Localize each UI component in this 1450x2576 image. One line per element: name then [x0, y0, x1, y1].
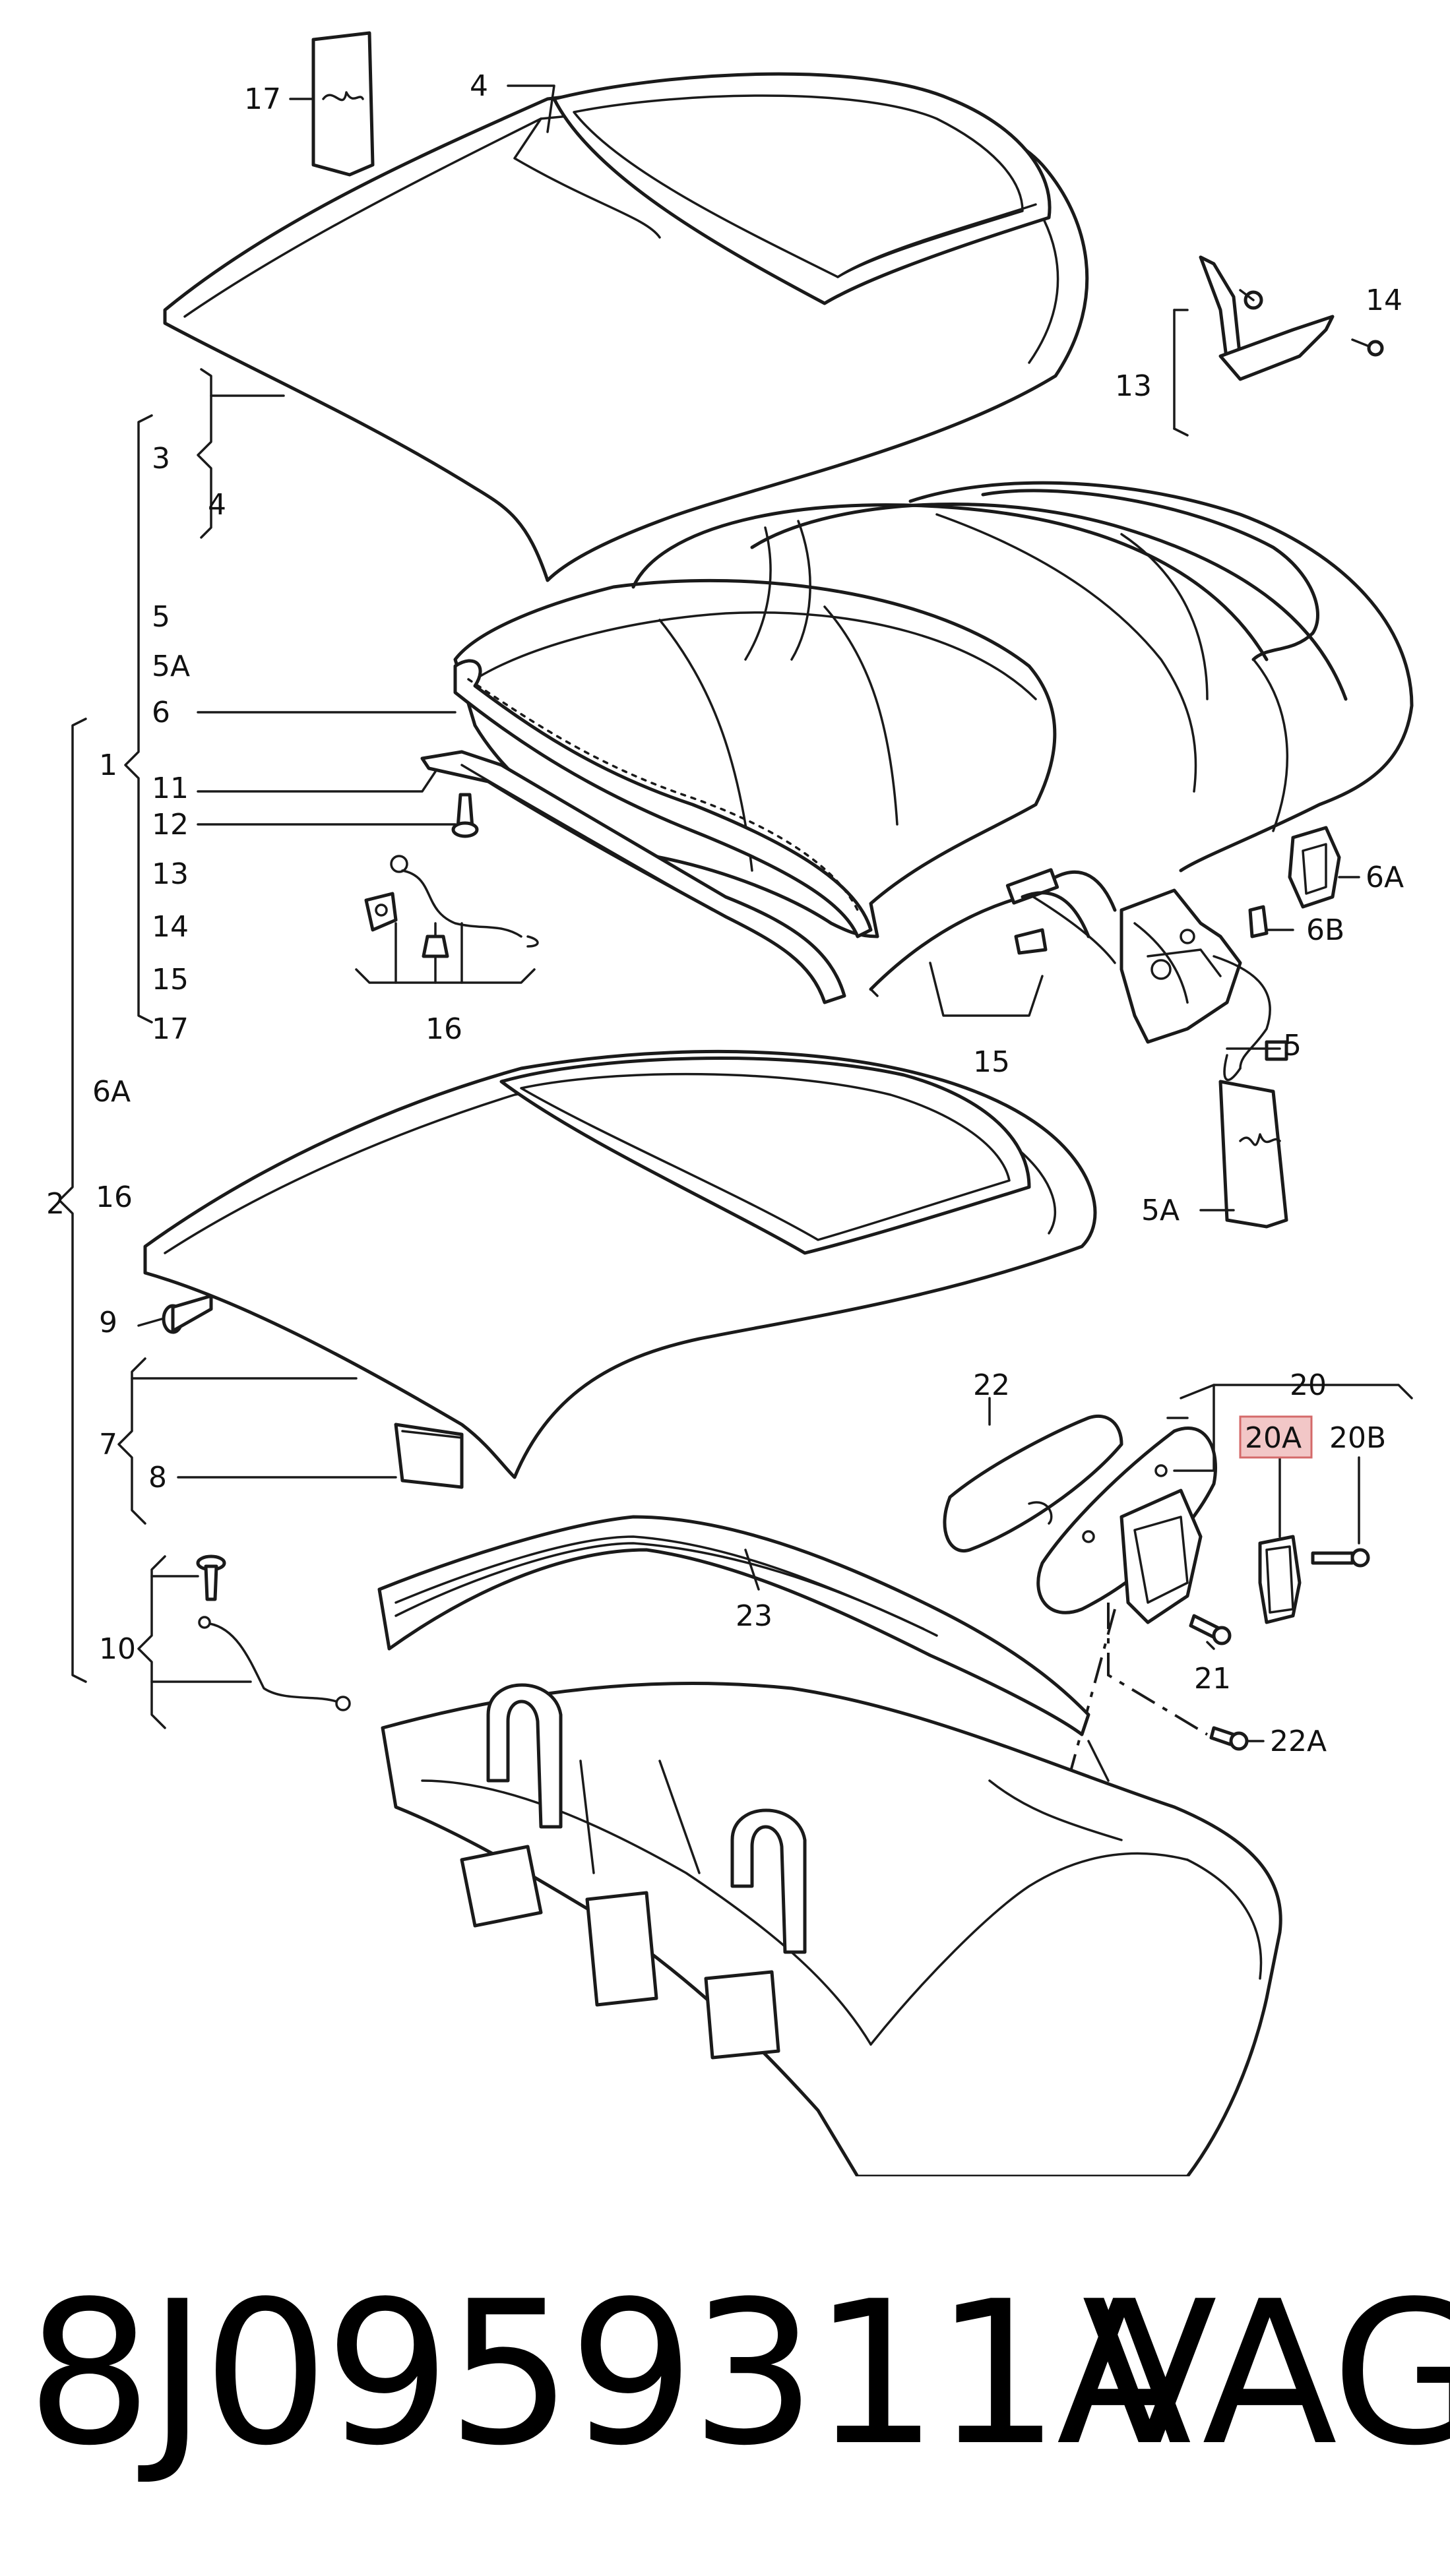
label-6: 6 — [152, 696, 170, 729]
label-10: 10 — [99, 1632, 136, 1666]
label-20: 20 — [1290, 1368, 1327, 1402]
roof-skin-top — [163, 72, 1089, 582]
rail-11 — [420, 750, 846, 1004]
leader-lines — [58, 84, 1413, 1742]
label-21: 21 — [1194, 1662, 1231, 1696]
part-number: 8J0959311A — [26, 2259, 1192, 2489]
rear-body — [377, 1515, 1282, 2176]
label-17-top: 17 — [244, 82, 281, 116]
pad-5a — [1218, 1080, 1288, 1229]
label-7: 7 — [99, 1428, 117, 1461]
label-6a-list: 6A — [92, 1075, 131, 1109]
exploded-parts-diagram: 17 4 3 4 5 5A 6 1 11 12 13 14 15 17 6A 2… — [46, 31, 1414, 2176]
label-3: 3 — [152, 442, 170, 475]
label-22: 22 — [973, 1368, 1010, 1402]
caption: 8J0959311A VAG — [0, 2255, 1450, 2493]
label-13-part: 13 — [1115, 369, 1152, 403]
label-4-top: 4 — [470, 69, 488, 103]
screw-12 — [451, 793, 479, 838]
label-5-part: 5 — [1283, 1029, 1302, 1062]
label-5: 5 — [152, 600, 170, 634]
label-2: 2 — [46, 1187, 65, 1221]
panel-22 — [943, 1414, 1123, 1552]
block-8 — [394, 1423, 464, 1489]
label-15-list: 15 — [152, 963, 189, 997]
label-12: 12 — [152, 808, 189, 842]
label-14-part: 14 — [1366, 284, 1403, 317]
label-20a-highlight — [1239, 1415, 1313, 1459]
label-17-list: 17 — [152, 1012, 189, 1046]
bracket-13 — [1173, 255, 1384, 437]
callout-labels: 17 4 3 4 5 5A 6 1 11 12 13 14 15 17 6A 2… — [46, 69, 1404, 1758]
label-14-list: 14 — [152, 910, 189, 944]
brand-name: VAG — [1082, 2259, 1450, 2489]
label-1: 1 — [99, 749, 117, 782]
cables-16 — [355, 855, 539, 984]
pad-17-top — [311, 31, 375, 177]
label-5a: 5A — [152, 650, 190, 683]
screw-9 — [162, 1294, 213, 1334]
roof-skin-lower — [143, 1049, 1097, 1479]
label-15-part: 15 — [973, 1045, 1010, 1079]
label-5a-part: 5A — [1141, 1194, 1180, 1227]
label-13-list: 13 — [152, 857, 189, 891]
label-16-part: 16 — [426, 1012, 462, 1046]
label-9: 9 — [99, 1306, 117, 1339]
label-4-group: 4 — [208, 488, 226, 522]
roof-frame-mechanism — [453, 481, 1414, 1082]
strip-6 — [453, 659, 873, 938]
label-11: 11 — [152, 772, 189, 805]
pads-6a-6b — [1248, 826, 1341, 938]
label-16-list: 16 — [96, 1181, 133, 1214]
seal-23 — [394, 1542, 938, 1637]
label-8: 8 — [148, 1461, 167, 1494]
screw-cable-10 — [196, 1554, 351, 1711]
label-23: 23 — [736, 1599, 772, 1633]
label-20b: 20B — [1329, 1421, 1386, 1455]
label-6b-part: 6B — [1306, 913, 1344, 947]
label-22a: 22A — [1270, 1725, 1327, 1758]
label-6a-part: 6A — [1366, 861, 1404, 894]
label-20a: 20A — [1245, 1421, 1302, 1455]
